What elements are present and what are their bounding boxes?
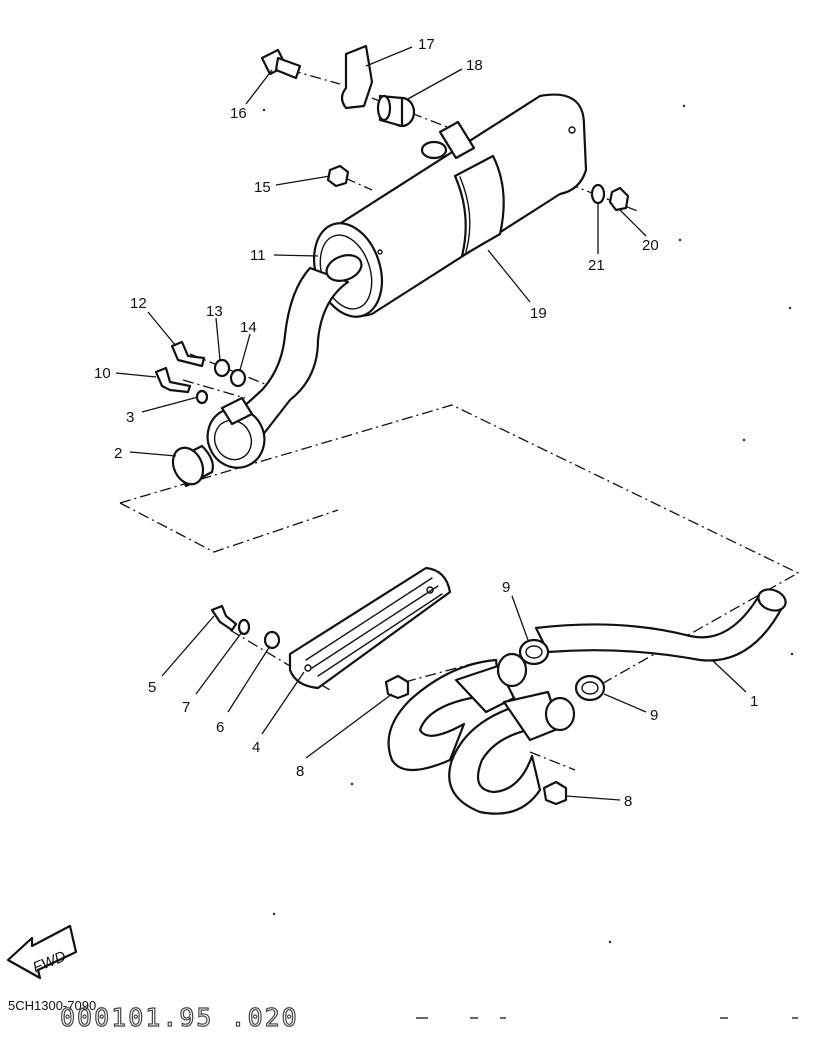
callout-3: 3	[126, 409, 134, 426]
washer-7	[237, 618, 251, 636]
callout-16: 16	[230, 105, 247, 122]
exhaust-pipe	[387, 588, 787, 815]
callout-17: 17	[418, 36, 435, 53]
bolt-5	[210, 604, 238, 632]
callout-9-lower: 9	[650, 707, 658, 724]
callout-9-upper: 9	[502, 579, 510, 596]
nut-15	[326, 164, 350, 188]
washer-3	[195, 389, 209, 405]
callout-12: 12	[130, 295, 147, 312]
callout-5: 5	[148, 679, 156, 696]
callout-13: 13	[206, 303, 223, 320]
callout-2: 2	[114, 445, 122, 462]
callout-7: 7	[182, 699, 190, 716]
nut-8-upper	[384, 674, 410, 700]
washer-14	[229, 368, 247, 388]
callout-8-lower: 8	[624, 793, 632, 810]
callout-14: 14	[240, 319, 257, 336]
heat-protector	[288, 566, 452, 690]
callout-4: 4	[252, 739, 260, 756]
callout-6: 6	[216, 719, 224, 736]
diagram-code: 5CH1300-7090	[8, 998, 96, 1013]
gasket-9-lower	[574, 674, 606, 702]
callout-21: 21	[588, 257, 605, 274]
gasket-ring	[171, 444, 214, 488]
washer-13	[213, 358, 231, 378]
nut-20	[608, 186, 630, 212]
callout-20: 20	[642, 237, 659, 254]
washer-6	[263, 630, 281, 650]
washer-21	[590, 183, 606, 205]
serial-watermark: 000101.95 .020	[60, 1003, 299, 1032]
assembly-outline	[119, 404, 800, 687]
callout-8-upper: 8	[296, 763, 304, 780]
callout-18: 18	[466, 57, 483, 74]
callout-10: 10	[94, 365, 111, 382]
muffler	[313, 93, 588, 318]
grommet-18	[376, 94, 416, 128]
callout-11: 11	[250, 247, 266, 264]
gasket-9-upper	[518, 638, 550, 666]
bracket-17	[340, 44, 374, 110]
bolt-16	[260, 48, 302, 80]
pipe-joint-clamp	[206, 396, 266, 469]
callout-15: 15	[254, 179, 271, 196]
bolt-10	[154, 366, 192, 394]
nut-8-lower	[542, 780, 568, 806]
callout-1: 1	[750, 693, 758, 710]
bolt-12	[170, 340, 206, 368]
forward-arrow-icon: FWD	[6, 924, 78, 980]
muffler-inlet-pipe	[238, 254, 363, 438]
callout-19: 19	[530, 305, 547, 322]
